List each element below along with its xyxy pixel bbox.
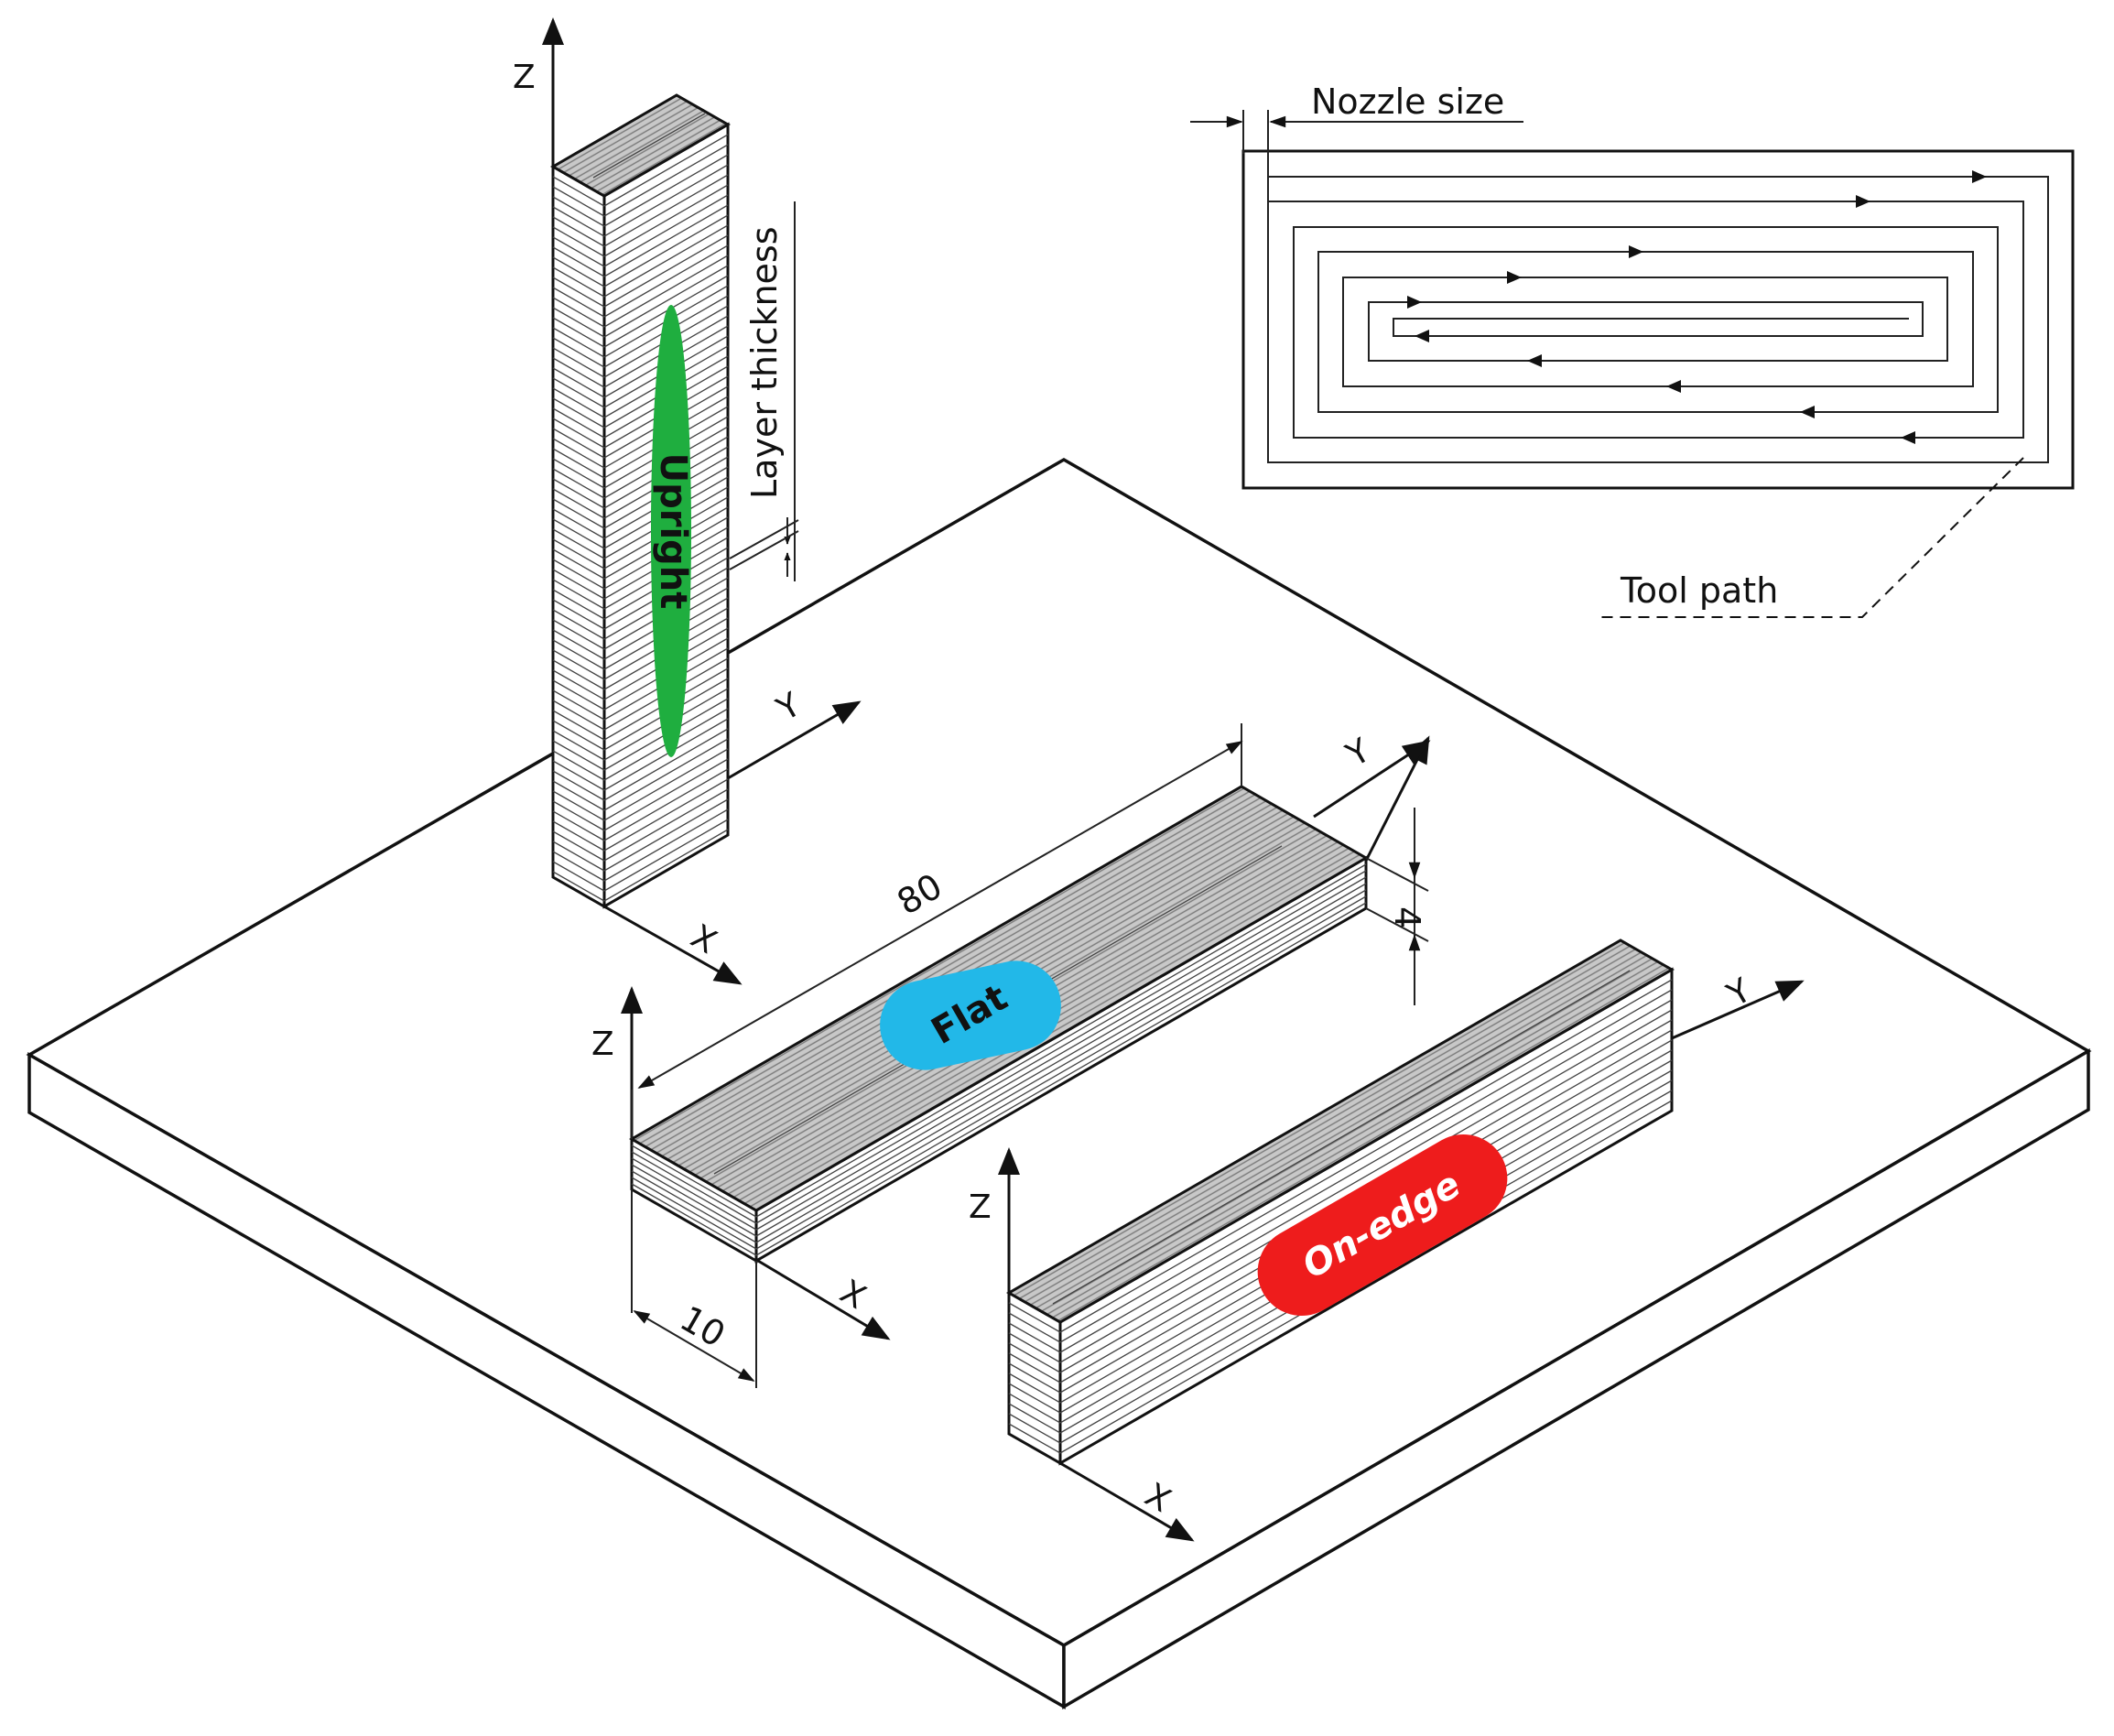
upright-z-label: Z [513, 59, 536, 96]
flat-z-label: Z [591, 1025, 614, 1063]
tool-path-label: Tool path [1620, 570, 1778, 611]
dimension-length-line [637, 741, 1243, 1089]
onedge-z-label: Z [969, 1188, 992, 1226]
tool-path-inset: Nozzle size Tool path [1190, 81, 2075, 618]
onedge-x-axis [1059, 1461, 1195, 1542]
flat-y-axis [1313, 740, 1431, 819]
flat-x-axis [757, 1259, 891, 1340]
layer-thickness-label: Layer thickness [744, 226, 785, 499]
tool-path-leader [1600, 457, 2024, 618]
dimension-width-line [633, 1310, 755, 1382]
nozzle-size-label: Nozzle size [1311, 81, 1504, 122]
on-edge-badge-shape [1257, 1134, 1508, 1316]
dimension-height: 4 [1387, 906, 1427, 928]
upright-badge-shape [651, 305, 691, 757]
upright-badge-label: Upright [652, 453, 694, 610]
flat-specimen: Z Y X Flat 80 10 4 [591, 723, 1431, 1388]
tool-path-spiral [1267, 151, 2049, 463]
on-edge-specimen: Z Y X On-edge [969, 939, 1805, 1542]
upright-badge: Upright [651, 305, 694, 757]
onedge-y-axis [1671, 980, 1805, 1040]
